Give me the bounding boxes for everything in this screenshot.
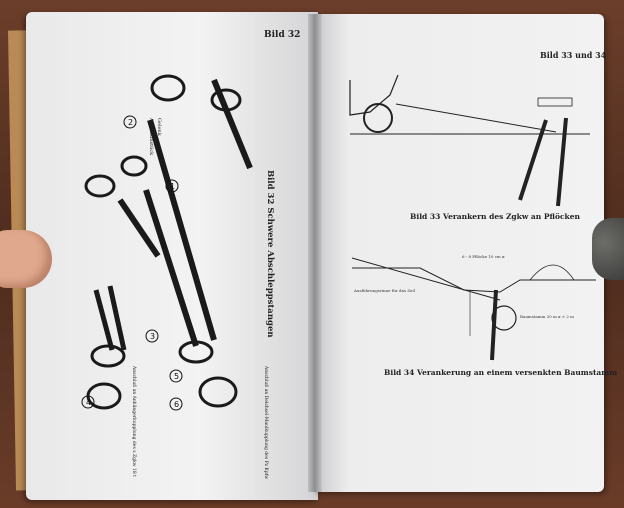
coupling-head-left: [84, 174, 116, 198]
callout-6-text: 6: [174, 400, 179, 409]
label-pfloecke: 6 - 8 Pflöcke 10 cm ⌀: [462, 254, 505, 259]
stake-1: [518, 119, 548, 201]
vehicle-wheel: [363, 103, 393, 133]
tow-bar-upper-right: [211, 78, 253, 170]
connector-bottom-left: [90, 344, 126, 368]
tow-bar-figure: [84, 74, 253, 410]
figure-33: [349, 74, 590, 207]
callout-1a-text: 1: [170, 182, 175, 191]
tow-bar-short-1: [93, 289, 115, 351]
callout-5: [169, 369, 183, 383]
callout-4-text: 4: [86, 398, 91, 407]
callout-3: [145, 329, 159, 343]
left-page-header: Bild 32: [264, 30, 301, 40]
cable-34: [351, 257, 501, 301]
joint-piece: [120, 155, 148, 177]
label-anschlussstueck: Anschlußstück: [148, 118, 154, 156]
trailer-coupling: [86, 382, 122, 410]
figure-32-caption: Bild 32 Schwere Abschleppstangen: [265, 170, 275, 338]
callout-2: [123, 115, 137, 129]
callout-4: [81, 395, 95, 409]
tow-bar-long: [147, 119, 217, 341]
coupling-head-top: [150, 74, 186, 102]
cable-33: [395, 103, 557, 133]
buried-log: [491, 305, 517, 331]
left-hand: [0, 230, 52, 288]
right-page-header: Bild 33 und 34: [540, 50, 607, 60]
stake-34: [490, 289, 498, 361]
dimension-box: [537, 97, 573, 107]
callout-5-text: 5: [174, 372, 179, 381]
callout-1a: [165, 179, 179, 193]
right-hand-object: [592, 218, 624, 280]
label-anschluss-deichsel: Anschluß an Deichsel-Maulkupplung des Pz…: [263, 366, 268, 480]
soil-mound: [529, 264, 575, 281]
callout-6: [169, 397, 183, 411]
ground-profile-34: [352, 267, 596, 293]
book-gutter: [308, 14, 322, 492]
tow-bar-short-2: [107, 285, 127, 351]
left-page: [26, 12, 318, 500]
coupling-jaw: [198, 376, 238, 408]
right-page: [314, 14, 604, 492]
stake-2: [556, 117, 568, 207]
label-anschluss-anhaenger: Anschluß an Anhängerkupplung des s Zgkw …: [131, 366, 136, 477]
coupling-head-right: [210, 88, 242, 112]
label-gelenk: Gelenk: [156, 118, 162, 136]
label-baumstamm: Baumstamm 20 m ⌀ × 2 m: [520, 314, 574, 319]
tow-bar-middle: [143, 189, 199, 347]
callout-3-text: 3: [150, 332, 155, 341]
figure-33-caption: Bild 33 Verankern des Zgkw an Pflöcken: [410, 212, 580, 221]
vehicle-body: [349, 74, 399, 116]
callout-2-text: 2: [128, 118, 133, 127]
figure-34: [351, 257, 596, 361]
figure-34-caption: Bild 34 Verankerung an einem versenkten …: [384, 368, 618, 377]
label-rinne: Ausführungsrinne für das Seil: [354, 288, 415, 293]
connector-bottom-mid: [178, 340, 214, 364]
tow-bar-upper-left: [117, 198, 161, 258]
